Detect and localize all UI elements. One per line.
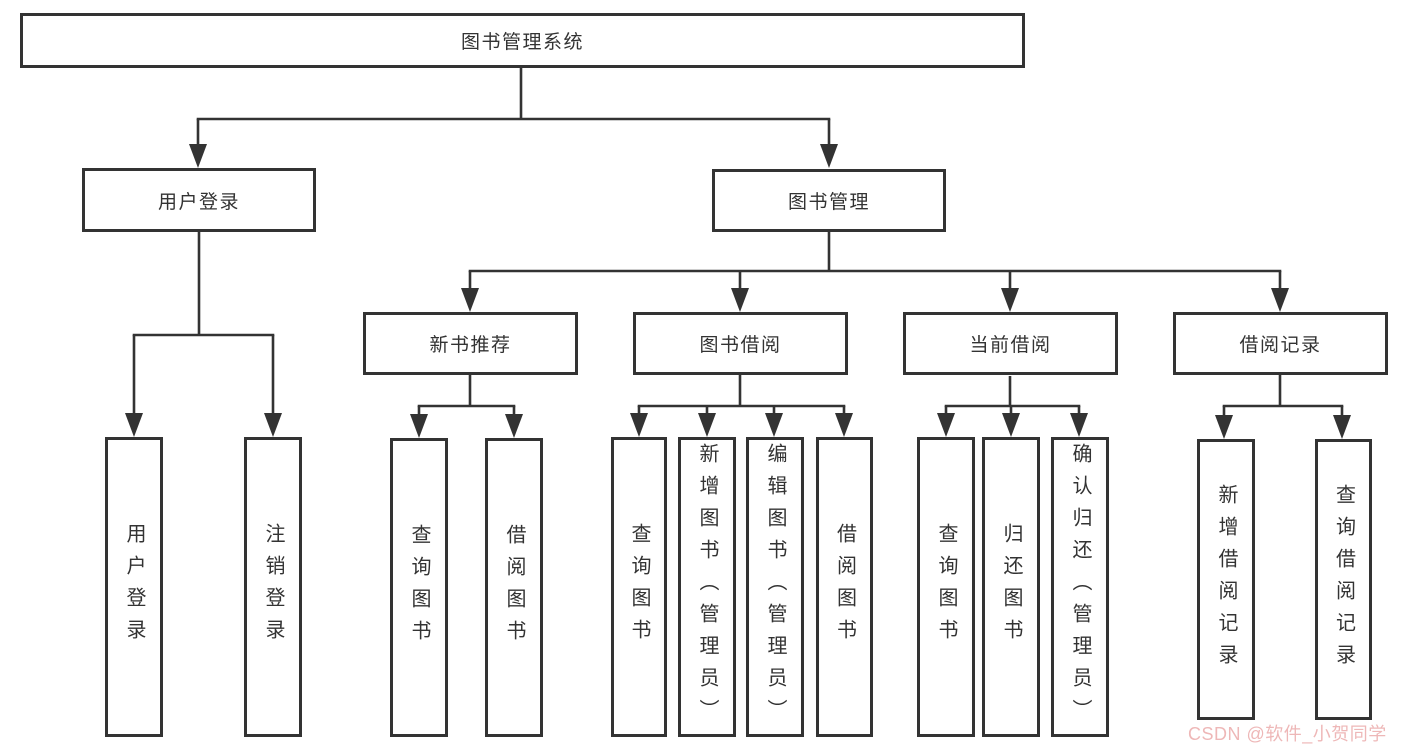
node-current-borrowing: 当前借阅 (903, 312, 1118, 375)
node-new-book-recommendation: 新书推荐 (363, 312, 578, 375)
node-book-borrowing: 图书借阅 (633, 312, 848, 375)
leaf-query-books-current: 查询图书 (917, 437, 975, 737)
leaf-add-borrow-record: 新增借阅记录 (1197, 439, 1255, 720)
leaf-add-books-admin: 新增图书（管理员） (678, 437, 736, 737)
node-borrowing-records: 借阅记录 (1173, 312, 1388, 375)
leaf-confirm-return-admin: 确认归还（管理员） (1051, 437, 1109, 737)
node-book-management: 图书管理 (712, 169, 946, 232)
leaf-query-books-recommend: 查询图书 (390, 438, 448, 737)
leaf-edit-books-admin: 编辑图书（管理员） (746, 437, 804, 737)
leaf-return-books: 归还图书 (982, 437, 1040, 737)
node-library-management-system: 图书管理系统 (20, 13, 1025, 68)
leaf-query-books-borrow: 查询图书 (611, 437, 667, 737)
leaf-borrow-books-borrow: 借阅图书 (816, 437, 873, 737)
leaf-logout-login: 注销登录 (244, 437, 302, 737)
leaf-borrow-books-recommend: 借阅图书 (485, 438, 543, 737)
leaf-query-borrow-record: 查询借阅记录 (1315, 439, 1372, 720)
csdn-watermark: CSDN @软件_小贺同学 (1188, 724, 1387, 744)
node-user-login: 用户登录 (82, 168, 316, 232)
leaf-user-login: 用户登录 (105, 437, 163, 737)
